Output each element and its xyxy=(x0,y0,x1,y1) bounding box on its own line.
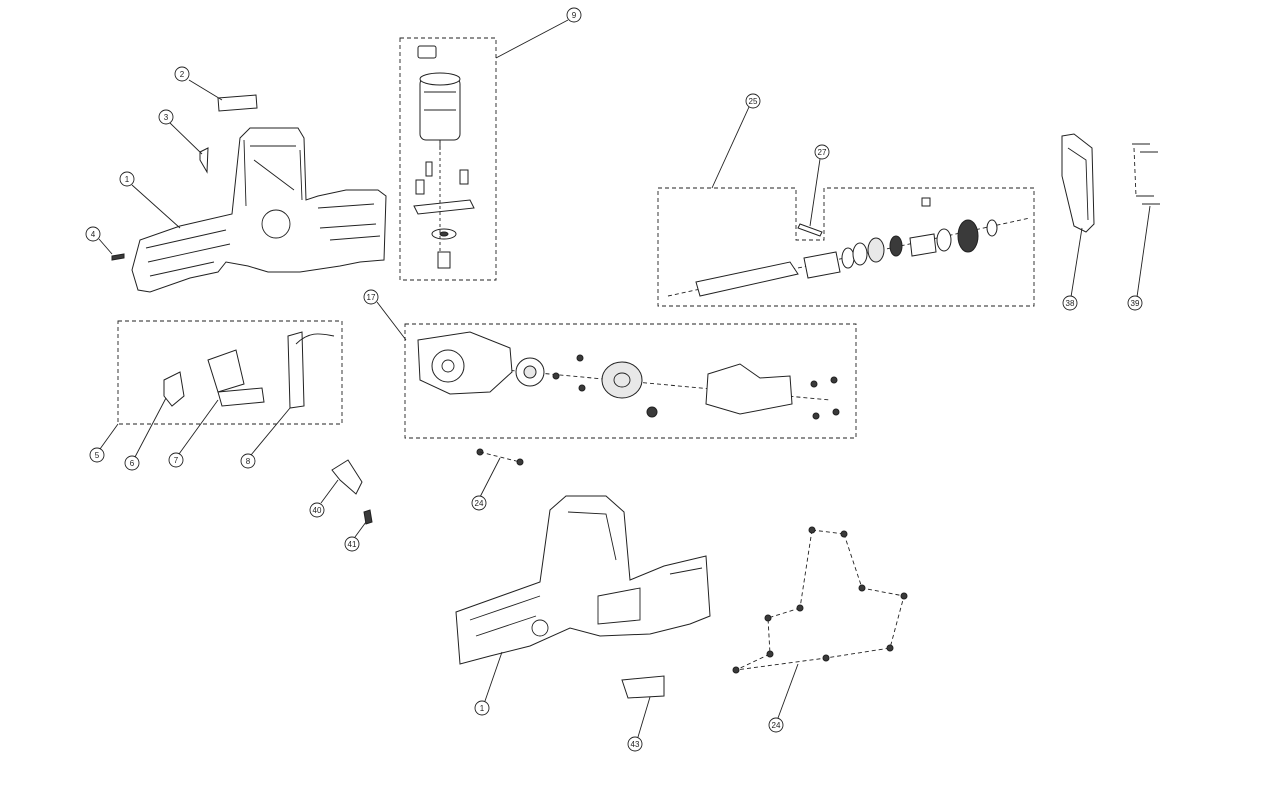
callout-number: 41 xyxy=(348,540,357,549)
callout-number: 9 xyxy=(572,11,577,20)
callout-c7: 7 xyxy=(168,452,184,468)
label-plate-3 xyxy=(199,147,209,174)
callout-number: 8 xyxy=(246,457,251,466)
group-box-gearbox xyxy=(404,323,857,439)
screws-24-set xyxy=(732,526,908,674)
callout-c40: 40 xyxy=(309,502,325,518)
callout-number: 17 xyxy=(367,293,376,302)
callout-c25: 25 xyxy=(745,93,761,109)
left-housing-half xyxy=(131,127,387,293)
callout-circle xyxy=(174,66,190,82)
callout-c41: 41 xyxy=(344,536,360,552)
callout-number: 27 xyxy=(818,148,827,157)
plunger-assembly xyxy=(667,197,1031,297)
callout-circle xyxy=(745,93,761,109)
callout-number: 1 xyxy=(480,704,485,713)
motor-assembly xyxy=(413,45,475,269)
callout-circle xyxy=(158,109,174,125)
callout-circle xyxy=(768,717,784,733)
callout-circle xyxy=(85,226,101,242)
callout-number: 24 xyxy=(772,721,781,730)
callout-circle xyxy=(814,144,830,160)
callout-circle xyxy=(89,447,105,463)
callout-c24b: 24 xyxy=(768,717,784,733)
callout-circle xyxy=(124,455,140,471)
part-41-spring xyxy=(363,509,373,525)
callout-number: 5 xyxy=(95,451,100,460)
callout-number: 7 xyxy=(174,456,179,465)
callout-circle xyxy=(566,7,582,23)
label-plate-2 xyxy=(217,94,258,112)
callout-c6: 6 xyxy=(124,455,140,471)
callout-c3: 3 xyxy=(158,109,174,125)
callout-labels: 2 3 1 4 9 25 27 38 39 17 5 6 7 8 40 41 24 1 43 24 xyxy=(85,7,1143,752)
callout-number: 25 xyxy=(749,97,758,106)
switch-assembly xyxy=(163,331,335,409)
callout-number: 43 xyxy=(631,740,640,749)
callout-c2: 2 xyxy=(174,66,190,82)
callout-number: 40 xyxy=(313,506,322,515)
callout-number: 39 xyxy=(1131,299,1140,308)
callout-circle xyxy=(344,536,360,552)
callout-circle xyxy=(627,736,643,752)
callout-number: 1 xyxy=(125,175,130,184)
callout-c24a: 24 xyxy=(471,495,487,511)
callout-number: 24 xyxy=(475,499,484,508)
callout-c1b: 1 xyxy=(474,700,490,716)
part-39-screws xyxy=(1132,143,1160,205)
label-plate-43 xyxy=(621,675,665,699)
callout-c17: 17 xyxy=(363,289,379,305)
callout-c9: 9 xyxy=(566,7,582,23)
callout-circle xyxy=(363,289,379,305)
callout-c1a: 1 xyxy=(119,171,135,187)
callout-c39: 39 xyxy=(1127,295,1143,311)
callout-number: 6 xyxy=(130,459,135,468)
gearbox-assembly xyxy=(417,331,840,420)
part-4-pin xyxy=(111,253,125,261)
callout-c8: 8 xyxy=(240,453,256,469)
group-box-switch xyxy=(117,320,343,425)
part-38-cover xyxy=(1061,133,1095,233)
callout-c5: 5 xyxy=(89,447,105,463)
callout-number: 2 xyxy=(180,70,185,79)
callout-circle xyxy=(309,502,325,518)
right-housing-half xyxy=(455,495,711,665)
callout-circle xyxy=(1062,295,1078,311)
group-box-plunger xyxy=(657,187,1035,307)
callout-circle xyxy=(474,700,490,716)
callout-c38: 38 xyxy=(1062,295,1078,311)
callout-c27: 27 xyxy=(814,144,830,160)
part-40-trigger xyxy=(331,459,363,495)
callout-c4: 4 xyxy=(85,226,101,242)
callout-circle xyxy=(168,452,184,468)
callout-circle xyxy=(240,453,256,469)
callout-circle xyxy=(471,495,487,511)
callout-number: 38 xyxy=(1066,299,1075,308)
leader-lines xyxy=(98,19,1151,738)
group-box-motor xyxy=(399,37,497,281)
callout-number: 4 xyxy=(91,230,96,239)
callout-number: 3 xyxy=(164,113,169,122)
screw-24a-2 xyxy=(516,458,524,466)
callout-circle xyxy=(1127,295,1143,311)
callout-c43: 43 xyxy=(627,736,643,752)
callout-circle xyxy=(119,171,135,187)
